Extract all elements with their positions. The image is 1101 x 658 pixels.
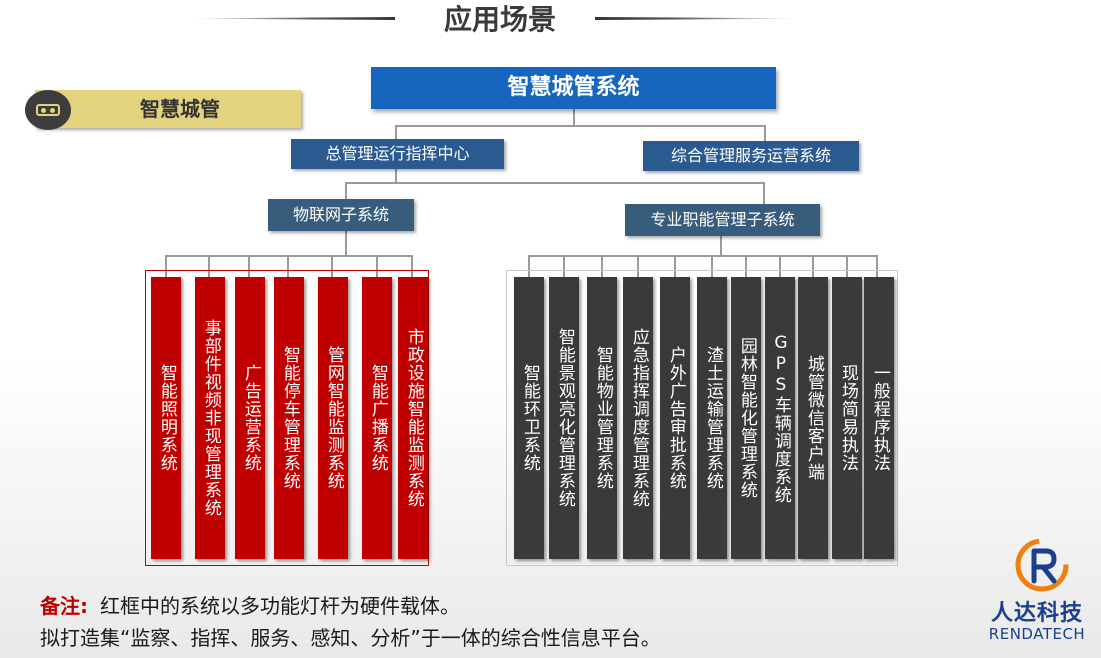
connector	[165, 255, 167, 277]
connector	[411, 255, 413, 277]
note-label: 备注:	[40, 594, 88, 618]
connector	[812, 255, 814, 277]
leaf-system: 智能环卫系统	[514, 277, 544, 559]
connector	[720, 235, 722, 256]
logo-text-en: RENDATECH	[988, 625, 1086, 643]
leaf-system: 现场简易执法	[832, 277, 862, 559]
function-subsystem-node: 专业职能管理子系统	[625, 204, 820, 236]
connector	[331, 255, 333, 277]
connector	[745, 255, 747, 277]
connector	[345, 182, 765, 184]
leaf-system: 一般程序执法	[864, 277, 894, 559]
leaf-system: 智能景观亮化管理系统	[549, 277, 579, 559]
service-operation-node: 综合管理服务运营系统	[643, 141, 859, 171]
leaf-system: 智能停车管理系统	[274, 277, 304, 559]
connector	[345, 182, 347, 199]
header-decoration-left	[195, 17, 395, 20]
leaf-system: 城管微信客户端	[798, 277, 828, 559]
connector	[779, 255, 781, 277]
connector	[395, 125, 766, 127]
connector	[376, 255, 378, 277]
leaf-system: 事部件视频非现管理系统	[195, 277, 225, 559]
leaf-system: 智能物业管理系统	[587, 277, 617, 559]
connector	[563, 255, 565, 277]
lamp-pole-frame	[145, 270, 429, 566]
root-node: 智慧城管系统	[371, 67, 776, 109]
note-text-1: 红框中的系统以多功能灯杆为硬件载体。	[100, 594, 460, 618]
logo-text-cn: 人达科技	[990, 601, 1083, 626]
connector	[876, 255, 878, 277]
function-frame	[506, 270, 898, 566]
connector	[287, 255, 289, 277]
header-decoration-right	[595, 17, 795, 20]
connector	[345, 230, 347, 256]
leaf-system: 应急指挥调度管理系统	[623, 277, 653, 559]
iot-subsystem-node: 物联网子系统	[268, 199, 414, 231]
leaf-system: GPS车辆调度系统	[765, 277, 795, 559]
company-logo: 人达科技 RENDATECH	[978, 537, 1096, 652]
connector	[528, 255, 878, 257]
section-tag-label: 智慧城管	[140, 97, 220, 121]
connector	[573, 109, 575, 126]
leaf-system: 园林智能化管理系统	[731, 277, 761, 559]
connector	[674, 255, 676, 277]
logo-mark	[1015, 538, 1069, 592]
note-line-1: 备注: 红框中的系统以多功能灯杆为硬件载体。	[40, 590, 460, 619]
leaf-system: 管网智能监测系统	[318, 277, 348, 559]
connector	[165, 255, 413, 257]
leaf-system: 市政设施智能监测系统	[398, 277, 428, 559]
leaf-system: 智能广播系统	[362, 277, 392, 559]
connector	[208, 255, 210, 277]
command-center-node: 总管理运行指挥中心	[291, 139, 504, 169]
connector	[395, 125, 397, 139]
connector	[711, 255, 713, 277]
section-tag: 智慧城管	[25, 90, 301, 130]
connector	[395, 169, 397, 183]
connector	[763, 182, 765, 204]
connector	[601, 255, 603, 277]
connector	[846, 255, 848, 277]
leaf-system: 智能照明系统	[151, 277, 181, 559]
connector	[764, 125, 766, 141]
connector	[248, 255, 250, 277]
page-title: 应用场景	[443, 3, 556, 36]
note-line-2: 拟打造集“监察、指挥、服务、感知、分析”于一体的综合性信息平台。	[40, 626, 661, 650]
leaf-system: 渣土运输管理系统	[697, 277, 727, 559]
section-tag-badge	[25, 90, 71, 130]
connector	[637, 255, 639, 277]
section-tag-background	[35, 90, 301, 128]
connector	[528, 255, 530, 277]
leaf-system: 广告运营系统	[235, 277, 265, 559]
cassette-icon	[36, 104, 60, 116]
leaf-system: 户外广告审批系统	[660, 277, 690, 559]
